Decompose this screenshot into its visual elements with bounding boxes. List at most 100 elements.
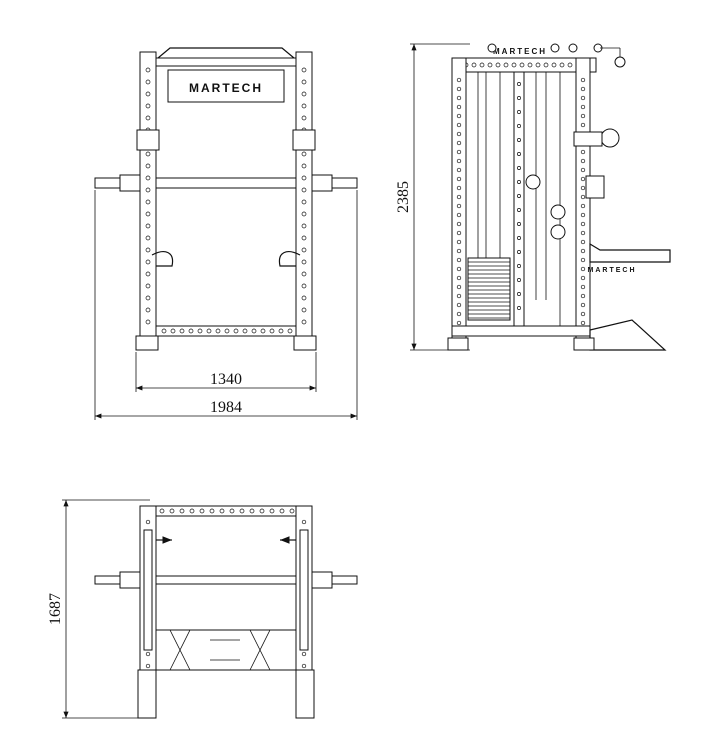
rack-hole [479, 62, 485, 68]
rack-hole [456, 320, 462, 326]
side-view: MARTECH [395, 43, 671, 351]
rack-hole [301, 163, 307, 169]
rack-hole [517, 138, 521, 142]
rack-hole [456, 131, 462, 137]
rack-hole [580, 86, 586, 92]
rack-hole [188, 328, 194, 334]
dim-inner-width-label: 1340 [210, 371, 242, 388]
rack-hole [580, 311, 586, 317]
rack-hole [301, 223, 307, 229]
rack-hole [580, 284, 586, 290]
side-shelf-brand: MARTECH [588, 267, 637, 274]
rack-hole [301, 91, 307, 97]
rack-hole [251, 328, 257, 334]
rack-hole [559, 62, 565, 68]
rack-hole [301, 259, 307, 265]
rack-hole [580, 176, 586, 182]
rack-hole [161, 328, 167, 334]
rack-hole [169, 508, 175, 514]
rack-hole [229, 508, 235, 514]
rack-hole [301, 67, 307, 73]
rack-hole [517, 180, 521, 184]
rack-hole [580, 221, 586, 227]
rack-hole [301, 247, 307, 253]
rack-hole [301, 211, 307, 217]
rack-hole [301, 235, 307, 241]
rack-hole [145, 663, 151, 669]
rack-hole [517, 250, 521, 254]
rack-hole [456, 122, 462, 128]
weight-stack [467, 257, 511, 321]
rack-hole [279, 508, 285, 514]
rack-hole [543, 62, 549, 68]
rack-hole [145, 259, 151, 265]
rack-hole [517, 236, 521, 240]
rack-hole [456, 302, 462, 308]
rack-hole [301, 519, 307, 525]
rack-hole [456, 293, 462, 299]
rack-hole [517, 110, 521, 114]
front-right-upright [295, 51, 313, 349]
rack-hole [301, 271, 307, 277]
rack-hole [456, 221, 462, 227]
rack-hole [170, 328, 176, 334]
rack-hole [145, 151, 151, 157]
rack-hole [580, 203, 586, 209]
rack-hole [580, 122, 586, 128]
rack-hole [456, 140, 462, 146]
rack-hole [580, 302, 586, 308]
rack-hole [189, 508, 195, 514]
rack-hole [301, 187, 307, 193]
rack-hole [197, 328, 203, 334]
rack-hole [456, 230, 462, 236]
rack-hole [249, 508, 255, 514]
rack-hole [580, 77, 586, 83]
rack-hole [145, 247, 151, 253]
rack-hole [278, 328, 284, 334]
rack-hole [219, 508, 225, 514]
rack-hole [456, 167, 462, 173]
rack-hole [209, 508, 215, 514]
dim-outer-width-label: 1984 [210, 399, 242, 416]
rack-hole [456, 158, 462, 164]
rack-hole [456, 266, 462, 272]
rack-hole [580, 266, 586, 272]
rack-hole [260, 328, 266, 334]
rack-hole [301, 175, 307, 181]
rack-hole [233, 328, 239, 334]
rack-hole [517, 194, 521, 198]
rack-hole [517, 82, 521, 86]
rack-hole [145, 651, 151, 657]
rack-hole [456, 275, 462, 281]
rack-hole [269, 508, 275, 514]
rack-hole [456, 86, 462, 92]
rack-hole [580, 194, 586, 200]
top-view: 1687 [47, 499, 358, 719]
rack-hole [471, 62, 477, 68]
rack-hole [580, 239, 586, 245]
rack-hole [567, 62, 573, 68]
rack-hole [456, 77, 462, 83]
rack-hole [456, 239, 462, 245]
rack-hole [580, 248, 586, 254]
rack-hole [145, 187, 151, 193]
rack-hole [145, 223, 151, 229]
dim-depth-label: 1687 [47, 593, 64, 625]
rack-hole [511, 62, 517, 68]
rack-hole [580, 149, 586, 155]
rack-hole [517, 278, 521, 282]
rack-hole [242, 328, 248, 334]
rack-hole [456, 104, 462, 110]
rack-hole [580, 104, 586, 110]
rack-hole [580, 158, 586, 164]
rack-hole [517, 292, 521, 296]
rack-hole [495, 62, 501, 68]
rack-hole [145, 307, 151, 313]
rack-hole [456, 257, 462, 263]
rack-hole [580, 95, 586, 101]
rack-hole [301, 319, 307, 325]
side-top-brand: MARTECH [493, 47, 547, 56]
rack-hole [456, 212, 462, 218]
rack-hole [519, 62, 525, 68]
